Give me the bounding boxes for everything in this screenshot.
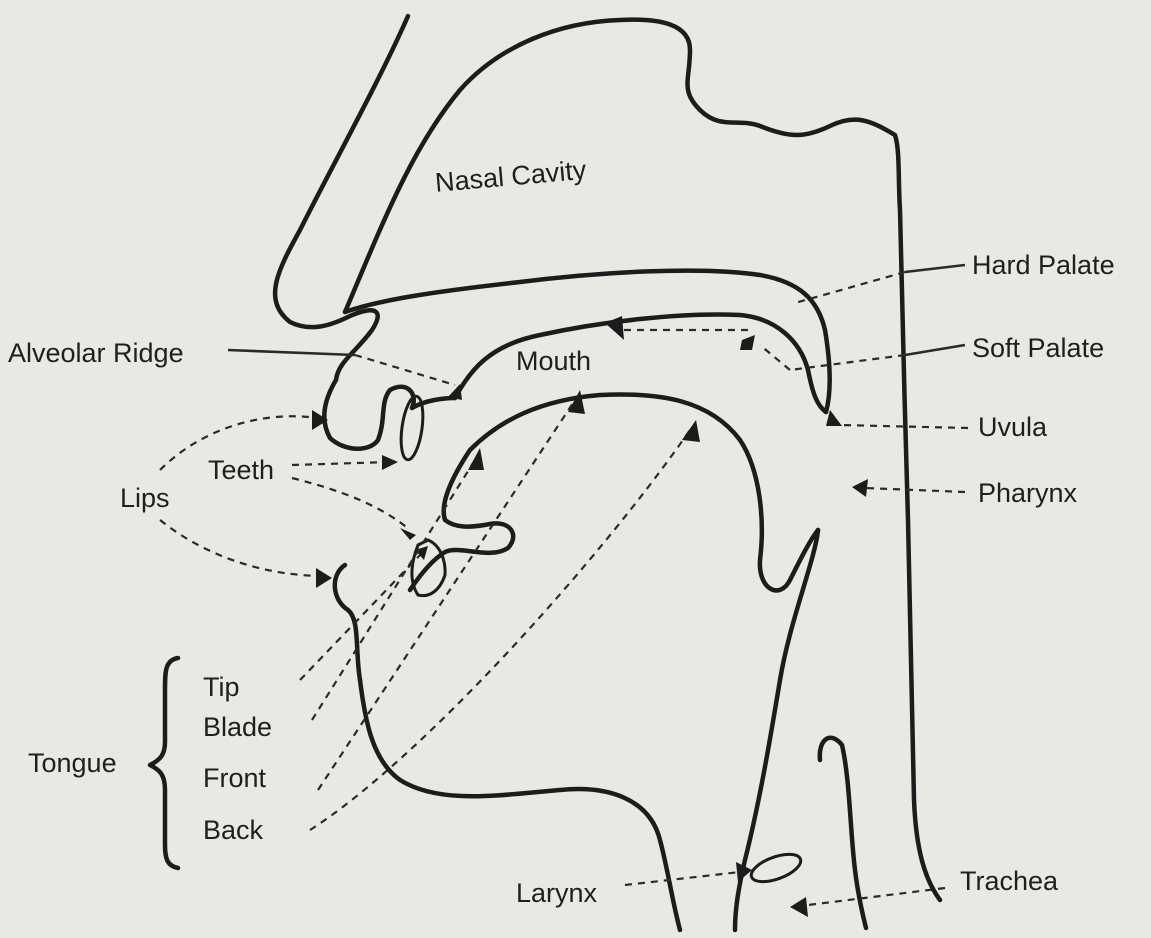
pharynx-label: Pharynx [978,480,1077,507]
uvula-label: Uvula [978,414,1047,441]
soft-palate-label: Soft Palate [972,335,1104,362]
hard-palate-label: Hard Palate [972,252,1115,279]
tongue-outline [410,394,818,590]
trachea-label: Trachea [960,868,1058,895]
teeth-lower-leader [292,478,410,530]
pharynx-leader [865,488,965,492]
tongue-brace [150,658,178,868]
teeth-label: Teeth [208,457,274,484]
front-label: Front [203,765,266,792]
soft-palate-leader [905,345,965,355]
lips-label: Lips [120,485,170,512]
epiglottis-outline [820,738,866,928]
larynx-leader [625,872,740,885]
tongue-label: Tongue [28,750,117,777]
back-leader [310,430,690,830]
back-label: Back [203,817,263,844]
alveolar-ridge-label: Alveolar Ridge [8,340,184,367]
blade-label: Blade [203,714,272,741]
hard-palate-leader [905,265,965,272]
alveolar-ridge-leader [228,350,355,355]
lips-lower-leader [160,520,320,576]
front-leader [318,400,575,790]
tip-label: Tip [203,674,240,701]
trachea-leader [800,888,945,906]
larynx-label: Larynx [516,880,597,907]
larynx-shape [748,849,804,887]
face-profile-outline [275,16,414,449]
mouth-label: Mouth [516,348,591,375]
teeth-upper-leader [292,462,390,465]
nasal-cavity-outline [345,20,940,900]
palate-outline [345,271,830,412]
